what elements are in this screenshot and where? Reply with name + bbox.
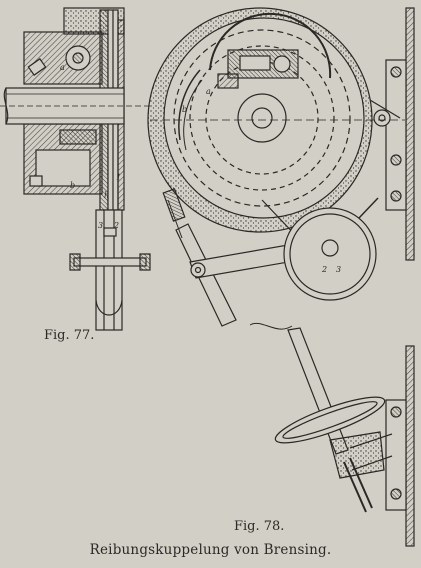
fig78-hub <box>237 93 287 143</box>
fig78-handwheel <box>274 396 386 444</box>
fig78-wall-lower <box>405 345 415 547</box>
fig78-label-b: b <box>182 105 187 114</box>
fig77-bolt <box>73 257 147 267</box>
fig77-label-a: a <box>60 63 65 72</box>
fig78-label-a: a <box>206 87 211 96</box>
fig77-label-1: 1 <box>116 173 121 182</box>
fig78-wall-upper <box>405 7 415 261</box>
plate-caption: Reibungskuppelung von Brensing. <box>89 542 332 558</box>
fig78-label-wheel-2: 2 <box>321 265 327 274</box>
fig77-caption: Fig. 77. <box>44 328 95 343</box>
fig77-label-3: 3 <box>98 221 103 230</box>
fig77-drawing <box>0 7 151 331</box>
fig77-label-h: h <box>104 191 109 200</box>
fig78-caption: Fig. 78. <box>234 519 285 534</box>
fig78-label-wheel-3: 3 <box>336 265 341 274</box>
fig77-label-b: b <box>70 181 75 190</box>
fig77-label-2: 2 <box>113 221 119 230</box>
fig78-drawing <box>147 7 415 547</box>
